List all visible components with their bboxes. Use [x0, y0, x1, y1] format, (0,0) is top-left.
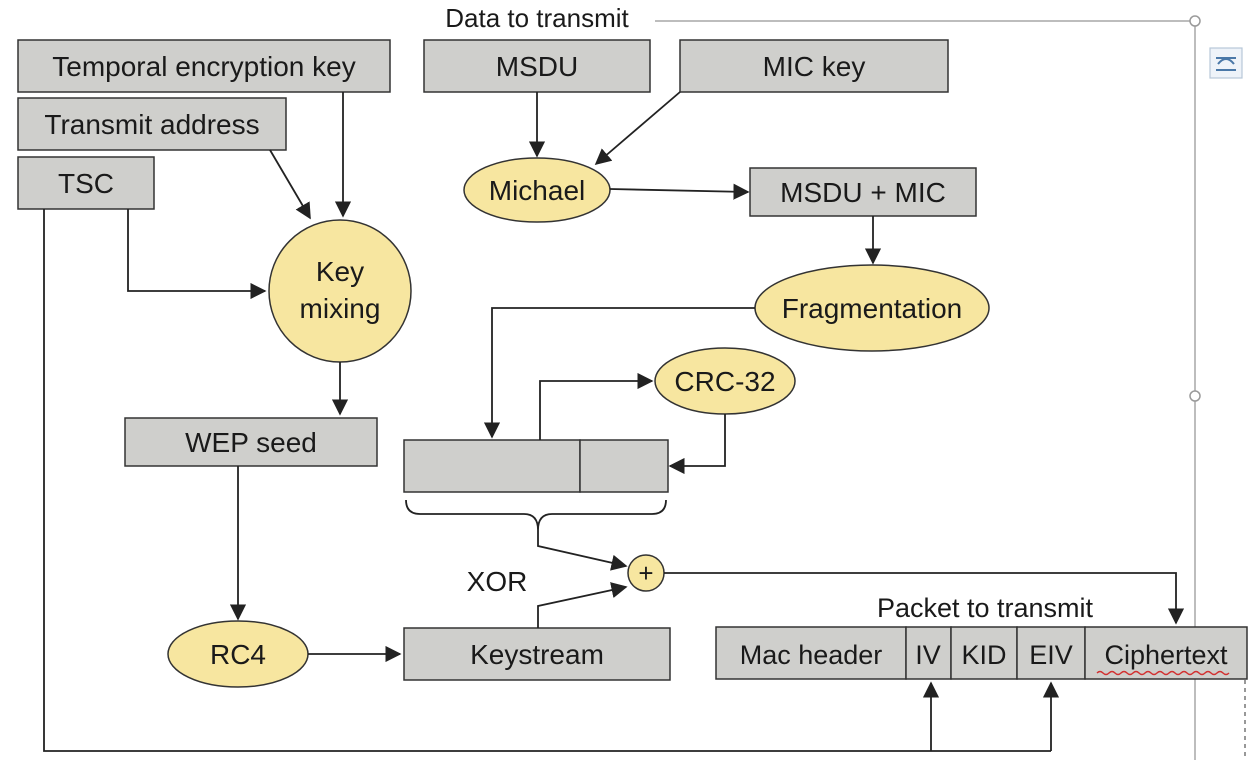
- selection-frame: [655, 15, 1246, 760]
- rc4-label: RC4: [210, 639, 266, 670]
- packet-mac-header-label: Mac header: [740, 640, 883, 670]
- mic-key-label: MIC key: [763, 51, 866, 82]
- packet-field-kid: [950, 626, 1018, 680]
- arrow-block-to-crc: [539, 372, 654, 440]
- packet-field-ciphertext: [1084, 626, 1248, 680]
- wep-seed-box: WEP seed: [124, 417, 378, 467]
- michael-node: Michael: [463, 157, 611, 223]
- packet-title: Packet to transmit: [877, 593, 1094, 623]
- fragmentation-label: Fragmentation: [782, 293, 963, 324]
- fragment-block: [403, 439, 669, 493]
- msdu-mic-box: MSDU + MIC: [749, 167, 977, 217]
- packet-kid-label: KID: [961, 640, 1006, 670]
- wep-seed-label: WEP seed: [185, 427, 317, 458]
- transmit-address-box: Transmit address: [17, 97, 287, 151]
- arrow-keystream-to-xor: [537, 582, 628, 628]
- arrow-xor-to-ciphertext: [664, 572, 1185, 625]
- msdu-label: MSDU: [496, 51, 578, 82]
- xor-symbol: +: [638, 558, 653, 588]
- arrow-michael-to-msdumic: [609, 183, 750, 200]
- packet-field-mac-header: [715, 626, 907, 680]
- fragment-brace: [405, 499, 667, 531]
- spellcheck-underline: [1096, 670, 1230, 676]
- transmit-address-label: Transmit address: [44, 109, 259, 140]
- tsc-feed-line: [43, 209, 1051, 752]
- rc4-node: RC4: [167, 620, 309, 688]
- arrow-tsc-to-keymix: [127, 209, 267, 300]
- connectors: [43, 91, 1185, 752]
- arrow-mickey-to-michael: [594, 91, 681, 166]
- msdu-mic-label: MSDU + MIC: [780, 177, 946, 208]
- arrow-address-to-keymix: [269, 149, 311, 220]
- temporal-key-box: Temporal encryption key: [17, 39, 391, 93]
- crc32-node: CRC-32: [654, 347, 796, 415]
- key-mixing-label-2: mixing: [300, 293, 381, 324]
- crc32-label: CRC-32: [674, 366, 775, 397]
- tsc-box: TSC: [17, 156, 155, 210]
- icv-segment: [579, 439, 669, 493]
- msdu-box: MSDU: [423, 39, 651, 93]
- fragmentation-node: Fragmentation: [754, 264, 990, 352]
- packet-row: Mac header IV KID EIV Ciphertext: [715, 626, 1248, 680]
- xor-label: XOR: [467, 566, 528, 597]
- packet-field-iv: [905, 626, 952, 680]
- temporal-key-label: Temporal encryption key: [52, 51, 355, 82]
- tsc-label: TSC: [58, 168, 114, 199]
- keystream-label: Keystream: [470, 639, 604, 670]
- packet-field-eiv: [1016, 626, 1086, 680]
- arrow-crc-to-icv: [668, 414, 726, 475]
- mic-key-box: MIC key: [679, 39, 949, 93]
- key-mixing-label-1: Key: [316, 256, 364, 287]
- packet-iv-label: IV: [915, 640, 941, 670]
- layout-options-icon[interactable]: [1209, 47, 1243, 79]
- arrow-frag-to-block: [483, 307, 755, 439]
- michael-label: Michael: [489, 175, 585, 206]
- keystream-box: Keystream: [403, 627, 671, 681]
- packet-eiv-label: EIV: [1029, 640, 1073, 670]
- packet-ciphertext-label: Ciphertext: [1104, 640, 1228, 670]
- xor-node: +: [627, 554, 665, 592]
- key-mixing-node: Key mixing: [268, 219, 412, 363]
- arrow-block-to-xor: [537, 530, 628, 571]
- data-to-transmit-label: Data to transmit: [445, 3, 629, 33]
